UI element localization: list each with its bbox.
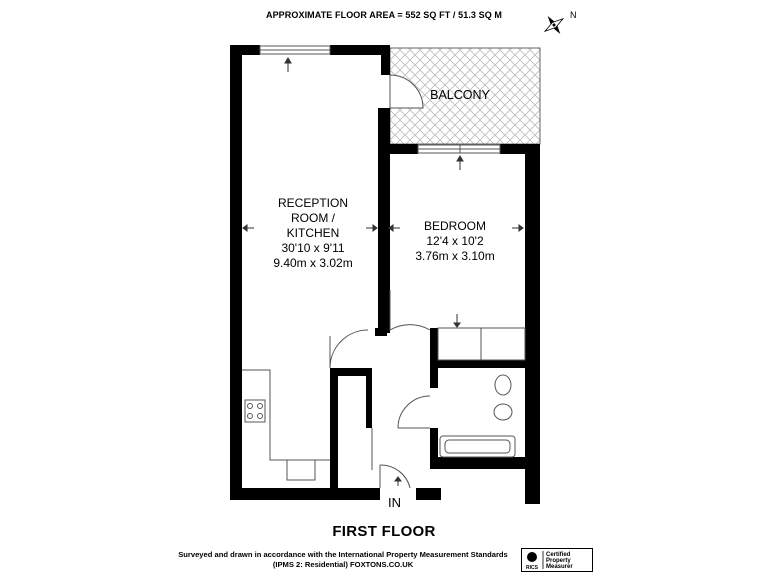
bedroom-name: BEDROOM: [423, 219, 486, 233]
floor-area-header: APPROXIMATE FLOOR AREA = 552 SQ FT / 51.…: [265, 10, 503, 20]
rics-logo-icon: [527, 552, 537, 562]
reception-name-line3: KITCHEN: [286, 226, 340, 240]
reception-size-metric: 9.40m x 3.02m: [273, 256, 353, 270]
reception-name-line2: ROOM /: [291, 211, 335, 225]
survey-footer: Surveyed and drawn in accordance with th…: [178, 550, 508, 569]
compass-north-label: N: [570, 10, 577, 20]
badge-line1: Certified: [546, 552, 571, 558]
reception-name-line1: RECEPTION: [277, 196, 348, 210]
bedroom-label: BEDROOM 12'4 x 10'2 3.76m x 3.10m: [395, 219, 515, 264]
compass-icon: N: [543, 10, 577, 35]
rics-badge: RICS Certified Property Measurer: [521, 548, 593, 572]
rics-text: RICS: [526, 565, 539, 571]
doors: [329, 74, 431, 489]
entrance-label: IN: [388, 495, 401, 510]
bedroom-size-metric: 3.76m x 3.10m: [415, 249, 495, 263]
dimension-arrows: [242, 57, 524, 486]
walls: [230, 45, 540, 504]
bedroom-size-imperial: 12'4 x 10'2: [426, 234, 484, 248]
balcony-label: BALCONY: [430, 88, 490, 102]
badge-line2: Property: [546, 558, 571, 564]
reception-room-label: RECEPTION ROOM / KITCHEN 30'10 x 9'11 9.…: [248, 196, 378, 271]
windows: [259, 45, 501, 154]
floor-title: FIRST FLOOR: [332, 523, 436, 540]
reception-size-imperial: 30'10 x 9'11: [281, 241, 345, 255]
internal-lines: [242, 327, 526, 481]
badge-line3: Measurer: [546, 564, 573, 570]
